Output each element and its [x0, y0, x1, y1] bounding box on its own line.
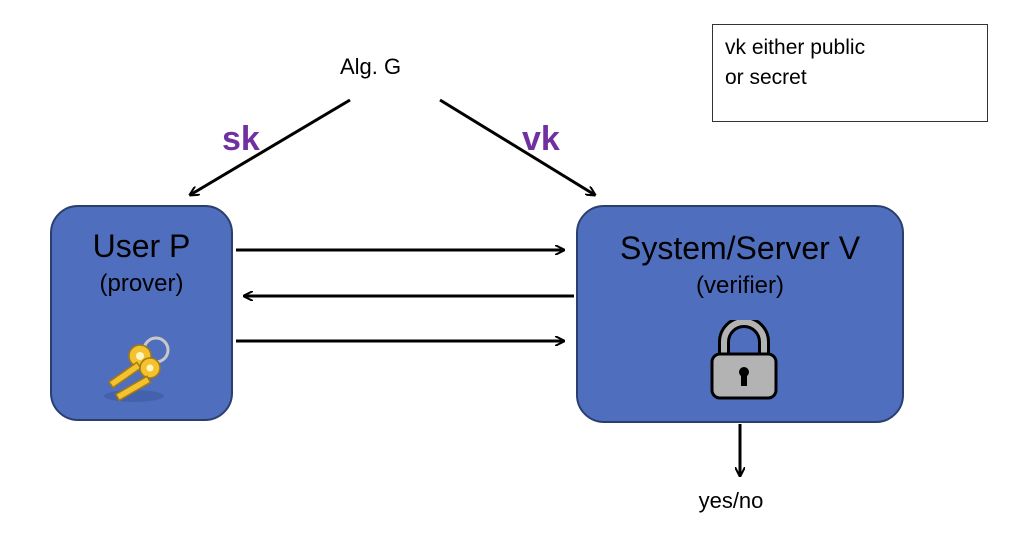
verifier-box: System/Server V (verifier)	[576, 205, 904, 423]
prover-box: User P (prover)	[50, 205, 233, 421]
sk-label: sk	[222, 120, 260, 158]
prover-title: User P	[92, 228, 191, 264]
vk-label: vk	[522, 120, 560, 158]
padlock-icon	[710, 320, 778, 400]
result-label: yes/no	[698, 488, 764, 513]
note-box: vk either public or secret	[712, 24, 988, 122]
sk-arrow	[190, 98, 351, 195]
verifier-subtitle: (verifier)	[696, 272, 784, 299]
note-line-1: vk either public	[725, 36, 866, 59]
verifier-title: System/Server V	[619, 230, 861, 266]
vk-arrow	[439, 98, 595, 195]
prover-subtitle: (prover)	[99, 270, 184, 297]
generator-label: Alg. G	[340, 54, 402, 79]
note-line-2: or secret	[725, 66, 807, 89]
keys-icon	[104, 336, 170, 402]
